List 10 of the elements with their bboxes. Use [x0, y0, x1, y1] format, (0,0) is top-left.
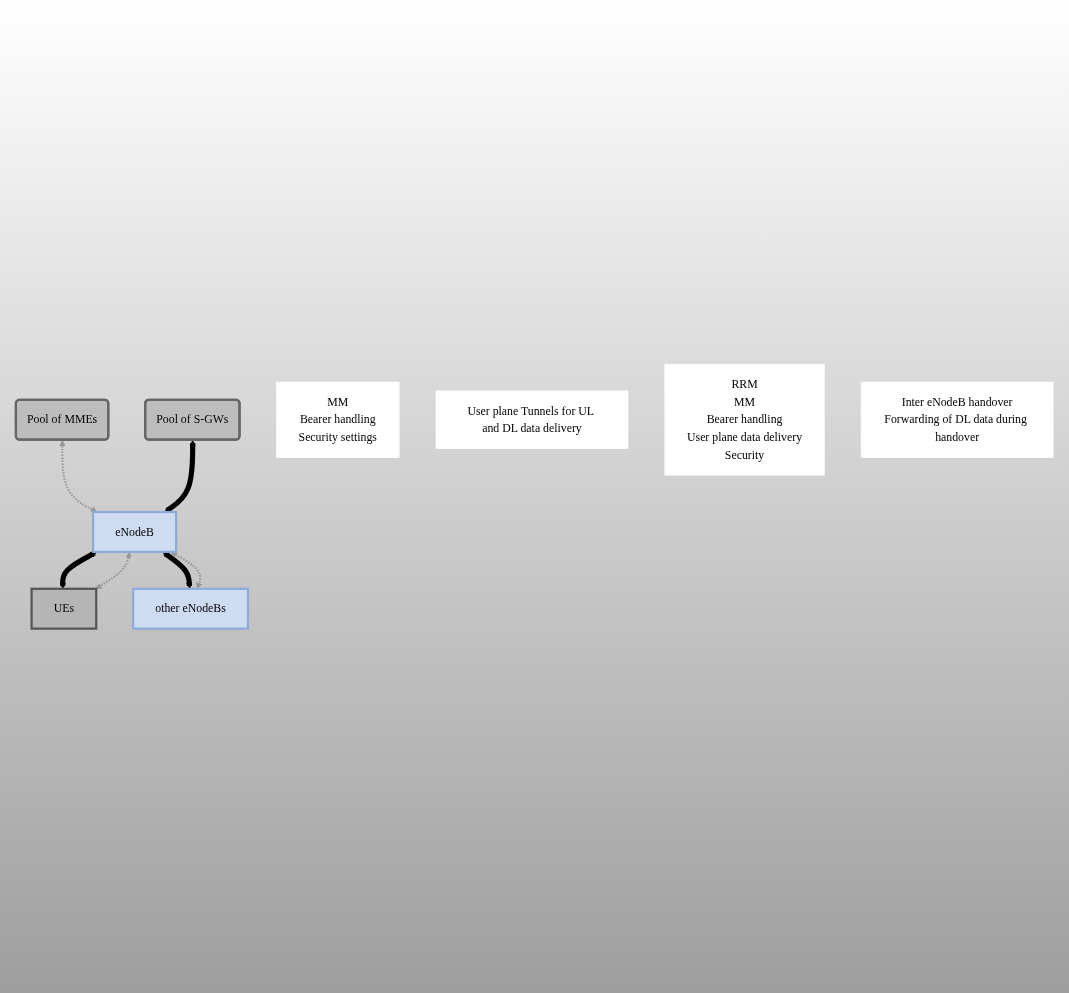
node-box: Inter eNodeB handover Forwarding of DL data during handover: [860, 381, 1054, 458]
arrow: [164, 440, 196, 513]
node-box: UEs: [30, 587, 98, 630]
node-box: other eNodeBs: [132, 587, 250, 630]
node-box: User plane Tunnels for UL and DL data delivery: [435, 390, 629, 449]
arrow: [59, 440, 98, 513]
node-box: MM Bearer handling Security settings: [276, 381, 400, 458]
node-box: eNodeB: [92, 510, 178, 553]
node-box: RRM MM Bearer handling User plane data delivery Security: [664, 364, 825, 476]
arrow: [95, 551, 132, 590]
